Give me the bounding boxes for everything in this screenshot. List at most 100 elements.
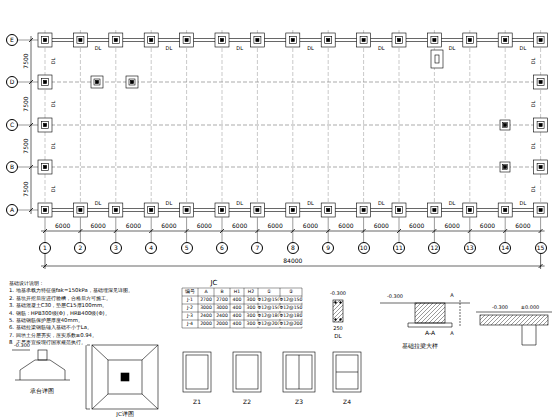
- drawing-label: 400: [232, 314, 243, 319]
- drawing-label: DL: [531, 57, 536, 66]
- drawing-label: 2000: [215, 322, 229, 327]
- axis-number: 7: [255, 245, 259, 251]
- drawing-label: 6000: [196, 223, 213, 229]
- drawing-label: DL: [519, 46, 528, 51]
- axis-bubble: 3: [110, 242, 122, 254]
- axis-bubble: C: [6, 119, 18, 131]
- drawing-label: 6000: [373, 223, 390, 229]
- drawing-label: Z1: [192, 399, 202, 405]
- axis-bubble: 6: [216, 242, 228, 254]
- drawing-label: Z2: [242, 399, 252, 405]
- axis-bubble: 12: [428, 242, 440, 254]
- drawing-label: J-4: [186, 322, 194, 327]
- drawing-label: B: [219, 290, 224, 295]
- drawing-label: 2400: [215, 314, 229, 319]
- drawing-label: Z4: [342, 399, 352, 405]
- axis-bubble: 10: [358, 242, 370, 254]
- axis-bubble: A: [6, 204, 18, 216]
- axis-number: C: [10, 122, 14, 128]
- drawing-label: 2000: [199, 322, 213, 327]
- drawing-label: 6000: [125, 223, 142, 229]
- drawing-label: 3000: [199, 306, 213, 311]
- drawing-label: 6000: [54, 223, 71, 229]
- drawing-label: DL: [377, 201, 386, 206]
- drawing-label: 6000: [408, 223, 425, 229]
- drawing-label: 2. 基坑开挖后应进行验槽，合格后方可施工。: [8, 296, 112, 301]
- drawing-label: J-3: [186, 314, 194, 319]
- axis-number: 4: [149, 245, 153, 251]
- axis-bubble: E: [6, 34, 18, 46]
- drawing-label: H1: [233, 290, 241, 295]
- drawing-label: ①: [266, 290, 272, 295]
- drawing-label: 6. 基础拉梁钢筋锚入基础不小于La。: [8, 326, 93, 331]
- drawing-label: DL: [51, 184, 56, 193]
- drawing-label: DL: [448, 201, 457, 206]
- drawing-label: A: [203, 290, 208, 295]
- drawing-label: Φ12@150: [279, 306, 304, 311]
- drawing-label: 3000: [215, 306, 229, 311]
- axis-bubble: D: [6, 76, 18, 88]
- drawing-label: 6000: [514, 223, 531, 229]
- axis-bubble: 8: [287, 242, 299, 254]
- drawing-label: 7500: [23, 95, 29, 112]
- drawing-label: DL: [531, 99, 536, 108]
- drawing-label: -0.300: [386, 294, 404, 299]
- footing-plan-detail: [86, 345, 158, 409]
- drawing-label: 2400: [199, 314, 213, 319]
- drawing-label: Z3: [294, 399, 304, 405]
- drawing-label: JC详图: [115, 412, 134, 418]
- axis-bubble: 4: [145, 242, 157, 254]
- drawing-label: 6000: [479, 223, 496, 229]
- drawing-label: A-A: [424, 330, 436, 336]
- axis-bubble: 11: [393, 242, 405, 254]
- drawing-label: DL: [448, 46, 457, 51]
- axis-number: 1: [43, 245, 47, 251]
- drawing-label: DL: [333, 334, 342, 340]
- axis-bubble: 15: [535, 242, 547, 254]
- drawing-label: DL: [306, 46, 315, 51]
- drawing-label: DL: [165, 46, 174, 51]
- drawing-label: 84000: [282, 258, 303, 264]
- drawing-label: DL: [165, 201, 174, 206]
- drawing-label: DL: [94, 201, 103, 206]
- axis-number: 15: [537, 245, 545, 251]
- axis-number: 6: [220, 245, 224, 251]
- drawing-label: DL: [531, 142, 536, 151]
- axis-bubble: 9: [322, 242, 334, 254]
- drawing-label: 6000: [302, 223, 319, 229]
- slab-detail: [476, 312, 552, 345]
- axis-bubble: B: [6, 161, 18, 173]
- drawing-label: -0.300: [329, 291, 347, 296]
- beam-section: [333, 300, 343, 322]
- drawing-label: 400: [232, 298, 243, 303]
- axis-number: B: [10, 164, 14, 170]
- drawing-label: 300: [246, 322, 257, 327]
- axis-number: 9: [326, 245, 330, 251]
- axis-number: 14: [501, 245, 509, 251]
- drawing-label: -0.300: [13, 343, 31, 348]
- axis-number: A: [10, 207, 14, 213]
- drawing-label: 7500: [23, 52, 29, 69]
- axis-number: D: [10, 79, 15, 85]
- drawing-label: 7500: [23, 180, 29, 197]
- axis-bubble: 2: [74, 242, 86, 254]
- drawing-label: DL: [531, 184, 536, 193]
- axis-number: 11: [395, 245, 403, 251]
- drawing-label: A: [449, 331, 454, 336]
- drawing-label: Φ12@150: [279, 298, 304, 303]
- drawing-label: DL: [306, 201, 315, 206]
- axis-bubble: 5: [181, 242, 193, 254]
- drawing-label: 6000: [266, 223, 283, 229]
- drawing-label: H2: [247, 290, 255, 295]
- drawing-label: 400: [232, 306, 243, 311]
- axis-number: 5: [185, 245, 189, 251]
- drawing-label: 7500: [23, 137, 29, 154]
- column-sections: [183, 352, 361, 392]
- drawing-label: DL: [235, 201, 244, 206]
- axis-bubble: 1: [39, 242, 51, 254]
- drawing-label: 400: [232, 322, 243, 327]
- drawing-label: Φ12@180: [279, 314, 304, 319]
- drawing-label: ②: [288, 290, 294, 295]
- drawing-label: DL: [235, 46, 244, 51]
- section-a-a: [380, 300, 470, 327]
